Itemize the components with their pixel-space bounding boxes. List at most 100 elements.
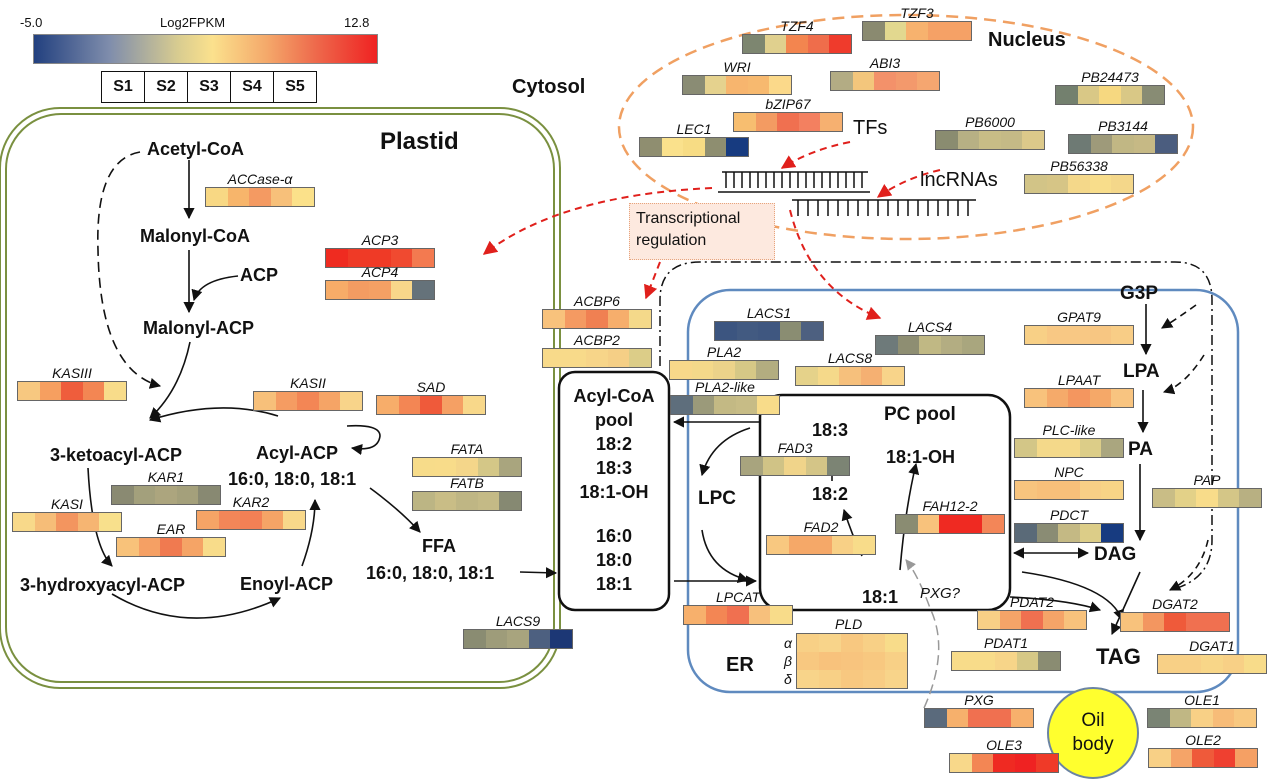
- gene-label-tzf3: TZF3: [900, 5, 934, 21]
- heatmap-cell-s4: [863, 634, 885, 652]
- heatmap-cell-s3: [841, 670, 863, 688]
- heatmap-cell-s3: [1058, 439, 1080, 457]
- gene-heatmap-pdat2: [977, 610, 1087, 630]
- heatmap-cell-s3: [841, 634, 863, 652]
- heatmap-cell-s1: [671, 396, 693, 414]
- heatmap-cell-s2: [971, 754, 994, 772]
- gene-heatmap-lpaat: [1024, 388, 1134, 408]
- heatmap-cell-s4: [318, 392, 341, 410]
- heatmap-cell-s2: [817, 367, 840, 385]
- heatmap-cell-s3: [906, 22, 928, 40]
- heatmap-cell-s3: [777, 113, 799, 131]
- heatmap-cell-s5: [882, 367, 904, 385]
- heatmap-cell-s2: [788, 536, 811, 554]
- heatmap-cell-s1: [1149, 749, 1171, 767]
- gene-label-wri: WRI: [723, 59, 751, 75]
- heatmap-cell-s3: [758, 322, 780, 340]
- heatmap-cell-s5: [1244, 655, 1266, 673]
- gene-label-ole2: OLE2: [1185, 732, 1221, 748]
- heatmap-cell-s5: [885, 652, 907, 670]
- heatmap-cell-s3: [784, 457, 806, 475]
- heatmap-cell-s2: [1077, 86, 1100, 104]
- heatmap-cell-s3: [240, 511, 262, 529]
- heatmap-cell-s1: [543, 310, 565, 328]
- heatmap-cell-s1: [797, 634, 819, 652]
- heatmap-cell-s2: [275, 392, 298, 410]
- heatmap-cell-s5: [1022, 131, 1044, 149]
- heatmap-cell-s2: [34, 513, 57, 531]
- heatmap-cell-s5: [1036, 754, 1058, 772]
- gene-label-pla2: PLA2: [706, 344, 742, 360]
- heatmap-cell-s5: [962, 336, 984, 354]
- gene-label-pap: PAP: [1193, 472, 1221, 488]
- acyl-coa-18-3: 18:3: [595, 458, 633, 478]
- heatmap-cell-s2: [434, 492, 457, 510]
- heatmap-cell-s2: [1046, 326, 1069, 344]
- heatmap-cell-s2: [762, 457, 785, 475]
- gene-label-pdat2: PDAT2: [1009, 594, 1055, 610]
- gene-heatmap-npc: [1014, 480, 1124, 500]
- pc-pool-title: PC pool: [884, 404, 956, 425]
- heatmap-cell-s4: [831, 536, 854, 554]
- gene-label-pdct: PDCT: [1049, 507, 1089, 523]
- heatmap-cell-s3: [979, 131, 1001, 149]
- heatmap-cell-s2: [485, 630, 508, 648]
- heatmap-cell-s3: [1191, 709, 1213, 727]
- transcriptional-regulation-line1: Transcriptional: [636, 210, 741, 227]
- heatmap-cell-s3: [1099, 86, 1121, 104]
- heatmap-cell-s5: [412, 281, 434, 299]
- gene-heatmap-pb3144: [1068, 134, 1178, 154]
- heatmap-cell-s2: [1036, 481, 1059, 499]
- heatmap-cell-s2: [347, 249, 370, 267]
- plastid-label: Plastid: [380, 128, 459, 155]
- heatmap-cell-s3: [249, 188, 271, 206]
- heatmap-cell-s2: [133, 486, 156, 504]
- gene-label-ear: EAR: [156, 521, 186, 537]
- nucleus-envelope: [617, 13, 1195, 241]
- heatmap-cell-s1: [797, 670, 819, 688]
- gene-heatmap-ear: [116, 537, 226, 557]
- gene-label-pdat1: PDAT1: [983, 635, 1029, 651]
- heatmap-cell-s4: [82, 382, 105, 400]
- heatmap-cell-s5: [203, 538, 225, 556]
- heatmap-cell-s2: [347, 281, 370, 299]
- heatmap-cell-s5: [1235, 749, 1257, 767]
- heatmap-cell-s2: [1142, 613, 1165, 631]
- heatmap-cell-s1: [683, 76, 705, 94]
- metabolite-acp: ACP: [240, 265, 279, 285]
- gene-heatmap-lacs9: [463, 629, 573, 649]
- heatmap-cell-s5: [1101, 524, 1123, 542]
- pc-pool-box: [758, 393, 1012, 612]
- heatmap-cell-s5: [1234, 709, 1256, 727]
- pxg-link: [905, 559, 940, 709]
- heatmap-cell-s3: [56, 513, 78, 531]
- transcriptional-regulation-line2: regulation: [636, 232, 707, 249]
- heatmap-cell-s1: [464, 630, 486, 648]
- heatmap-cell-s2: [884, 22, 907, 40]
- heatmap-cell-s1: [796, 367, 818, 385]
- gene-heatmap-kasi: [12, 512, 122, 532]
- heatmap-cell-s5: [499, 458, 521, 476]
- gene-label-lacs1: LACS1: [746, 305, 792, 321]
- heatmap-cell-s3: [810, 536, 832, 554]
- gene-heatmap-tzf3: [862, 21, 972, 41]
- heatmap-cell-s4: [1089, 326, 1112, 344]
- heatmap-cell-s2: [692, 396, 715, 414]
- heatmap-cell-s4: [477, 458, 500, 476]
- heatmap-cell-s2: [852, 72, 875, 90]
- heatmap-cell-s4: [704, 138, 727, 156]
- heatmap-cell-s4: [1213, 749, 1236, 767]
- heatmap-cell-s4: [734, 361, 757, 379]
- heatmap-cell-s2: [957, 131, 980, 149]
- gene-heatmap-ole3: [949, 753, 1059, 773]
- heatmap-cell-s3: [1058, 524, 1080, 542]
- heatmap-cell-s2: [704, 76, 727, 94]
- metabolite-acetyl-coa: Acetyl-CoA: [147, 139, 245, 159]
- metabolite-malonyl-acp: Malonyl-ACP: [143, 318, 255, 338]
- gene-heatmap-acp3: [325, 248, 435, 268]
- gene-label-kar1: KAR1: [147, 469, 185, 485]
- gene-label-lacs8: LACS8: [827, 350, 873, 366]
- gene-heatmap-acp4: [325, 280, 435, 300]
- gene-heatmap-abi3: [830, 71, 940, 91]
